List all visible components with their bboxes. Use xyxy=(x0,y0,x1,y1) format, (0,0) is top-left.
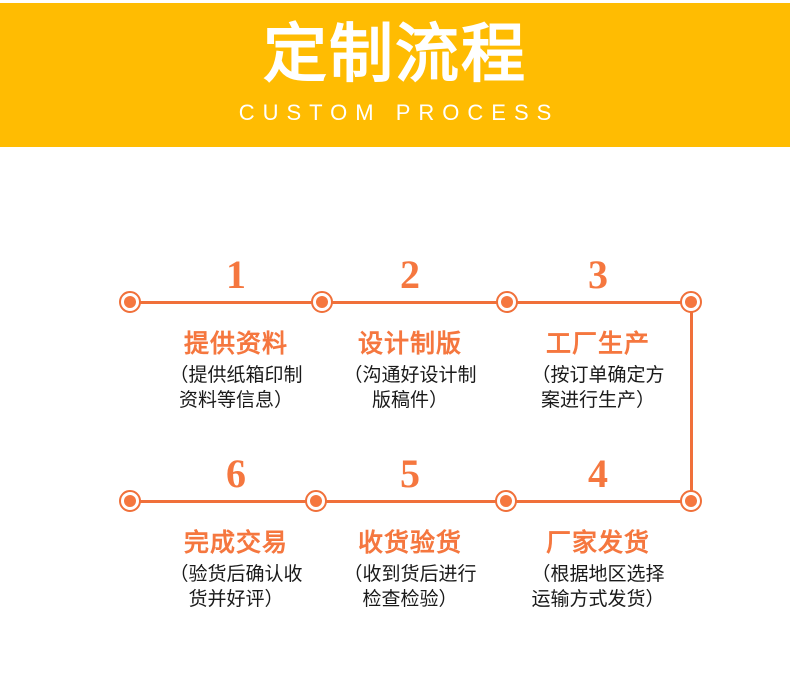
step-title-5: 收货验货 xyxy=(357,528,462,557)
step-block-5: 收货验货 （收到货后进行 检查检验） xyxy=(310,528,510,612)
step-desc-4: （根据地区选择 运输方式发货） xyxy=(498,562,698,612)
connector-line-right-turn xyxy=(690,301,693,503)
step-desc-line: 资料等信息） xyxy=(178,389,293,411)
step-number-5: 5 xyxy=(400,451,420,496)
process-node-bottom-4 xyxy=(680,490,702,512)
step-number-3: 3 xyxy=(588,252,608,297)
step-number-6: 6 xyxy=(226,451,246,496)
process-node-top-1 xyxy=(119,291,141,313)
connector-line-top-row xyxy=(130,301,692,304)
step-title-1: 提供资料 xyxy=(183,329,288,358)
process-node-bottom-1 xyxy=(119,490,141,512)
header-band: 定制流程 CUSTOM PROCESS xyxy=(0,3,790,147)
process-flow-diagram: 1 提供资料 （提供纸箱印制 资料等信息） 2 设计制版 （沟通好设计制 版稿件… xyxy=(0,147,790,678)
step-block-2: 设计制版 （沟通好设计制 版稿件） xyxy=(310,329,510,413)
process-node-top-4 xyxy=(680,291,702,313)
process-node-bottom-3 xyxy=(495,490,517,512)
step-desc-line: （收到货后进行 xyxy=(343,563,477,585)
step-desc-line: 货并好评） xyxy=(188,588,284,610)
step-number-1: 1 xyxy=(226,252,246,297)
step-desc-3: （按订单确定方 案进行生产） xyxy=(498,363,698,413)
step-desc-line: （按订单确定方 xyxy=(531,364,665,386)
step-block-6: 完成交易 （验货后确认收 货并好评） xyxy=(136,528,336,612)
step-desc-2: （沟通好设计制 版稿件） xyxy=(310,363,510,413)
step-title-6: 完成交易 xyxy=(183,528,288,557)
page-title: 定制流程 xyxy=(263,18,527,92)
step-desc-5: （收到货后进行 检查检验） xyxy=(310,562,510,612)
step-desc-line: （根据地区选择 xyxy=(531,563,665,585)
step-title-3: 工厂生产 xyxy=(545,329,650,358)
step-number-2: 2 xyxy=(400,252,420,297)
step-block-3: 工厂生产 （按订单确定方 案进行生产） xyxy=(498,329,698,413)
step-block-4: 厂家发货 （根据地区选择 运输方式发货） xyxy=(498,528,698,612)
page-subtitle: CUSTOM PROCESS xyxy=(238,100,560,125)
step-desc-line: 案进行生产） xyxy=(540,389,655,411)
step-desc-line: 运输方式发货） xyxy=(531,588,665,610)
step-desc-line: 检查检验） xyxy=(362,588,458,610)
step-desc-6: （验货后确认收 货并好评） xyxy=(136,562,336,612)
step-block-1: 提供资料 （提供纸箱印制 资料等信息） xyxy=(136,329,336,413)
connector-line-bottom-row xyxy=(130,500,692,503)
process-node-top-2 xyxy=(311,291,333,313)
step-title-4: 厂家发货 xyxy=(545,528,650,557)
step-number-4: 4 xyxy=(588,451,608,496)
step-desc-1: （提供纸箱印制 资料等信息） xyxy=(136,363,336,413)
step-desc-line: （提供纸箱印制 xyxy=(169,364,303,386)
process-node-top-3 xyxy=(496,291,518,313)
step-title-2: 设计制版 xyxy=(357,329,462,358)
step-desc-line: （验货后确认收 xyxy=(169,563,303,585)
process-node-bottom-2 xyxy=(305,490,327,512)
step-desc-line: 版稿件） xyxy=(371,389,448,411)
step-desc-line: （沟通好设计制 xyxy=(343,364,477,386)
